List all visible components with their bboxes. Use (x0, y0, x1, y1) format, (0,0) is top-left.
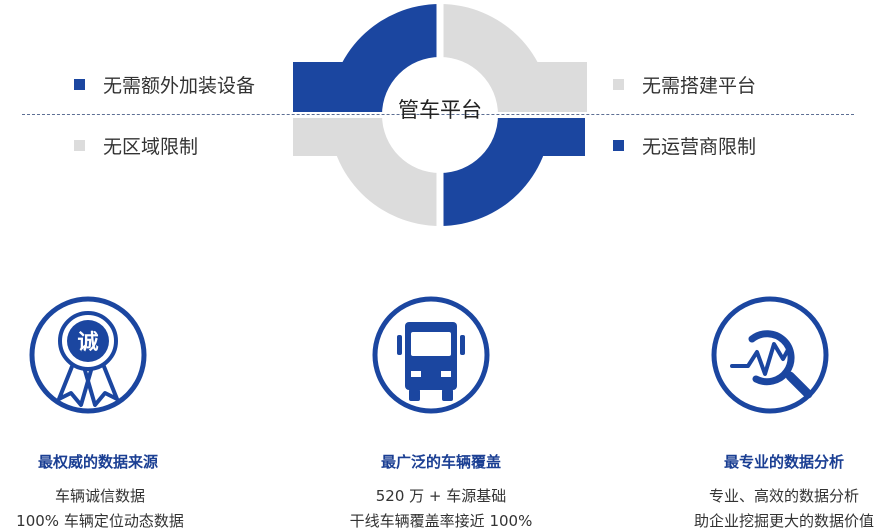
analytics-magnifier-icon (711, 296, 829, 414)
feature-label: 无运营商限制 (642, 136, 757, 158)
feature-label: 无区域限制 (103, 136, 199, 158)
card-line: 车辆诚信数据 (54, 487, 145, 505)
feature-no-carrier-limit: 无运营商限制 (613, 132, 756, 159)
feature-no-extra-device: 无需额外加装设备 (74, 71, 255, 98)
ring-tab-bottom-right (537, 118, 585, 156)
divider-dashed-line (22, 114, 854, 115)
feature-label: 无需搭建平台 (642, 75, 757, 97)
platform-ring-diagram (288, 0, 592, 232)
card-line: 干线车辆覆盖率接近 100% (349, 512, 533, 530)
ring-segment-bottom-right (440, 115, 551, 226)
card-title-analysis: 最专业的数据分析 (723, 453, 844, 471)
card-line: 520 万 + 车源基础 (375, 487, 507, 505)
ring-tab-top-left (293, 62, 343, 112)
ring-segment-bottom-left (329, 115, 440, 226)
gray-square-marker (74, 140, 85, 151)
feature-label: 无需额外加装设备 (103, 75, 256, 97)
feature-no-platform-build: 无需搭建平台 (613, 71, 756, 98)
blue-square-marker (613, 140, 624, 151)
ring-tab-top-right (537, 62, 587, 112)
ring-segment-top-left (329, 4, 440, 115)
blue-square-marker (74, 79, 85, 90)
card-line: 专业、高效的数据分析 (708, 487, 859, 505)
center-label: 管车平台 (398, 98, 482, 122)
card-line: 助企业挖掘更大的数据价值 (693, 512, 874, 530)
feature-no-region-limit: 无区域限制 (74, 132, 198, 159)
truck-icon (372, 296, 490, 414)
card-line: 100% 车辆定位动态数据 (16, 512, 184, 530)
gray-square-marker (613, 79, 624, 90)
ring-segment-top-right (440, 4, 551, 115)
card-title-coverage: 最广泛的车辆覆盖 (380, 453, 501, 471)
ring-tab-bottom-left (293, 118, 343, 156)
card-title-authority: 最权威的数据来源 (37, 453, 158, 471)
medal-icon: 诚 (29, 296, 147, 414)
badge-character: 诚 (78, 330, 99, 354)
